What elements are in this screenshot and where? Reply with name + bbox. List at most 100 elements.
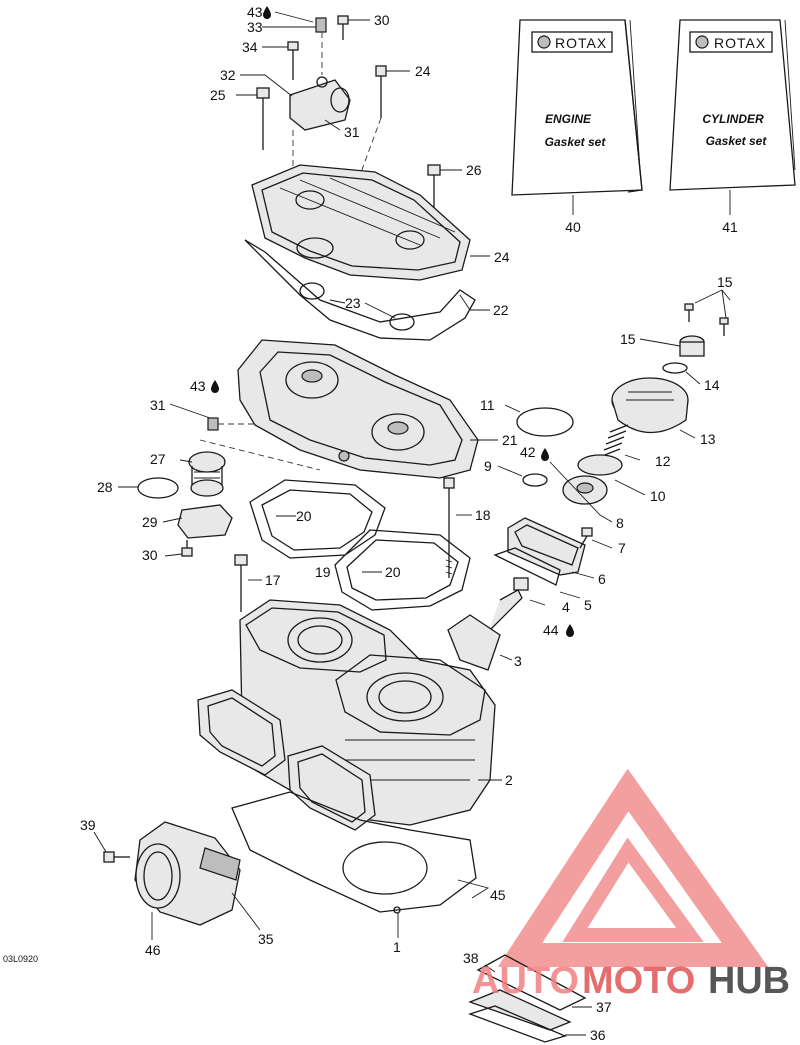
o-ring-28 <box>137 477 179 499</box>
callout-17: 17 <box>265 572 281 588</box>
plug-part-33 <box>315 17 327 33</box>
screw-head-30 <box>337 15 349 25</box>
drop-icon <box>211 380 219 393</box>
callout-38: 38 <box>463 950 479 966</box>
callout-28: 28 <box>97 479 113 495</box>
watermark-moto: MOTO <box>582 960 695 1002</box>
callout-44: 44 <box>543 622 559 638</box>
callout-19: 19 <box>315 564 331 580</box>
callout-34: 34 <box>242 39 258 55</box>
callout-15: 15 <box>717 274 733 290</box>
screw-7 <box>579 527 593 549</box>
reed-block-left <box>197 689 286 776</box>
o-ring-14 <box>662 362 688 374</box>
gasket-22 <box>244 239 476 341</box>
callout-29: 29 <box>142 514 158 530</box>
callout-24: 24 <box>415 63 431 79</box>
callout-31: 31 <box>150 397 166 413</box>
watermark-triangle <box>497 768 769 967</box>
callout-6: 6 <box>598 571 606 587</box>
book-title: CYLINDER <box>702 112 764 126</box>
callout-24: 24 <box>494 249 510 265</box>
rotax-emblem-icon <box>537 35 551 49</box>
screw-head-26 <box>427 164 441 176</box>
stud-head-18 <box>443 477 455 489</box>
watermark-wordmark: AUTO MOTO HUB <box>472 960 790 1002</box>
outlet-fitting-32 <box>289 79 351 131</box>
callout-15: 15 <box>620 331 636 347</box>
fitting-15 <box>679 335 705 357</box>
callout-2: 2 <box>505 772 513 788</box>
o-ring-9 <box>522 473 548 487</box>
callout-22: 22 <box>493 302 509 318</box>
thermostat-27 <box>188 451 226 497</box>
impeller-8 <box>562 475 608 505</box>
callout-18: 18 <box>475 507 491 523</box>
callout-8: 8 <box>616 515 624 531</box>
callout-23: 23 <box>345 295 361 311</box>
callout-1: 1 <box>393 939 401 955</box>
head-gasket-19 <box>249 479 471 611</box>
callout-43: 43 <box>190 378 206 394</box>
watermark-inner-triangle <box>562 837 704 942</box>
callout-13: 13 <box>700 431 716 447</box>
pump-shaft-3 <box>447 589 523 671</box>
screw-30 <box>181 540 193 557</box>
book-brand: ROTAX <box>555 35 607 51</box>
callout-45: 45 <box>490 887 506 903</box>
book-title: ENGINE <box>545 112 592 126</box>
plug-part-31 <box>207 417 219 431</box>
book-brand: ROTAX <box>714 35 766 51</box>
rotax-label-box <box>689 31 773 53</box>
book-subtitle: Gasket set <box>706 134 768 148</box>
callout-14: 14 <box>704 377 720 393</box>
callout-10: 10 <box>650 488 666 504</box>
callout-37: 37 <box>596 999 612 1015</box>
gasket-5 <box>493 547 561 586</box>
watermark-hub: HUB <box>708 960 790 1002</box>
rotax-label-box <box>531 31 613 53</box>
spring-12 <box>601 424 629 457</box>
callout-7: 7 <box>618 540 626 556</box>
bearing-4 <box>513 577 529 591</box>
callout-32: 32 <box>220 67 236 83</box>
callout-30: 30 <box>374 12 390 28</box>
callout-4: 4 <box>562 599 570 615</box>
callout-25: 25 <box>210 87 226 103</box>
book-subtitle: Gasket set <box>545 135 607 149</box>
callout-35: 35 <box>258 931 274 947</box>
drop-icon <box>541 448 549 461</box>
o-ring-23b <box>389 313 415 331</box>
callout-46: 46 <box>145 942 161 958</box>
callout-11: 11 <box>480 397 495 413</box>
book-cylinder-gasket-set: ROTAX CYLINDER Gasket set 41 <box>669 19 796 235</box>
callout-21: 21 <box>502 432 518 448</box>
callout-labels: 43 33 30 34 24 32 25 31 26 24 23 22 43 3… <box>80 4 733 1043</box>
o-ring-11 <box>516 407 574 437</box>
callout-12: 12 <box>655 453 671 469</box>
reed-stop-37 <box>468 989 572 1031</box>
intake-adaptor-46 <box>134 821 241 926</box>
drop-icon <box>566 624 574 637</box>
book-engine-gasket-set: ROTAX ENGINE Gasket set 40 <box>511 19 643 235</box>
screw-head-34 <box>287 41 299 51</box>
pump-cover-13 <box>611 377 689 433</box>
screw-head-24 <box>375 65 387 77</box>
callout-33: 33 <box>247 19 263 35</box>
seal-10 <box>577 454 623 476</box>
reed-36 <box>468 1005 567 1043</box>
callout-26: 26 <box>466 162 482 178</box>
cover-29 <box>177 504 233 539</box>
head-cover-24 <box>251 164 471 281</box>
callout-3: 3 <box>514 653 522 669</box>
screw-head-25 <box>256 87 270 99</box>
watermark-auto: AUTO <box>472 960 579 1002</box>
cylinder-head-21 <box>237 339 479 479</box>
o-ring-23a <box>299 282 325 300</box>
callout-31: 31 <box>344 124 360 140</box>
base-gasket-1 <box>231 791 477 913</box>
callout-39: 39 <box>80 817 96 833</box>
callout-30: 30 <box>142 547 158 563</box>
